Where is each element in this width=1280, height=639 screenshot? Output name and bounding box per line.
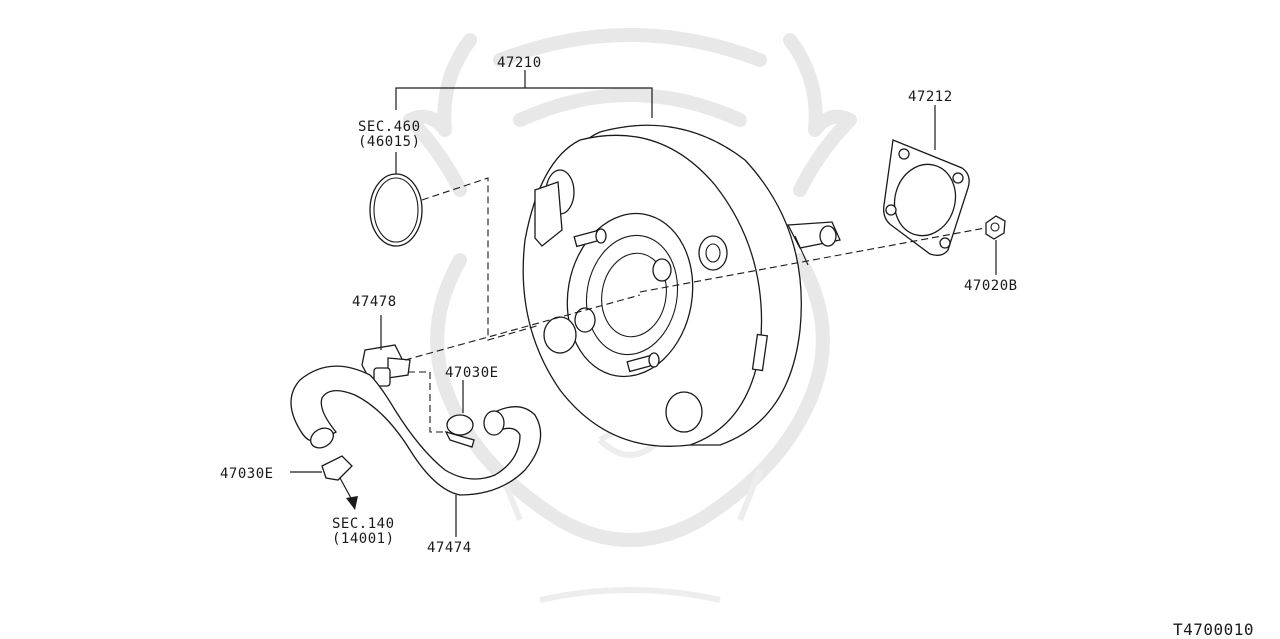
label-47030e-lower: 47030E: [220, 466, 274, 482]
label-46015: (46015): [358, 134, 421, 150]
hose-clip-upper: [444, 414, 475, 448]
diagram-id: T4700010: [1173, 620, 1254, 639]
booster-stud: [626, 352, 660, 373]
label-47212: 47212: [908, 89, 953, 105]
label-47030e-upper: 47030E: [445, 365, 499, 381]
label-47478: 47478: [352, 294, 397, 310]
label-sec140: SEC.140: [332, 516, 395, 532]
booster-stud: [573, 228, 607, 248]
gasket-47212: [883, 139, 970, 256]
arrow-down-icon: [346, 496, 358, 510]
label-sec460: SEC.460: [358, 119, 421, 135]
nut-47020b: [985, 215, 1006, 240]
brake-booster: [522, 124, 841, 447]
vacuum-hose-47474: [290, 365, 542, 496]
check-valve-47478: [361, 344, 411, 387]
label-47020b: 47020B: [964, 278, 1018, 294]
hose-clip-lower: [321, 455, 353, 481]
o-ring: [369, 173, 423, 247]
label-14001: (14001): [332, 531, 395, 547]
label-47474: 47474: [427, 540, 472, 556]
label-47210: 47210: [497, 55, 542, 71]
